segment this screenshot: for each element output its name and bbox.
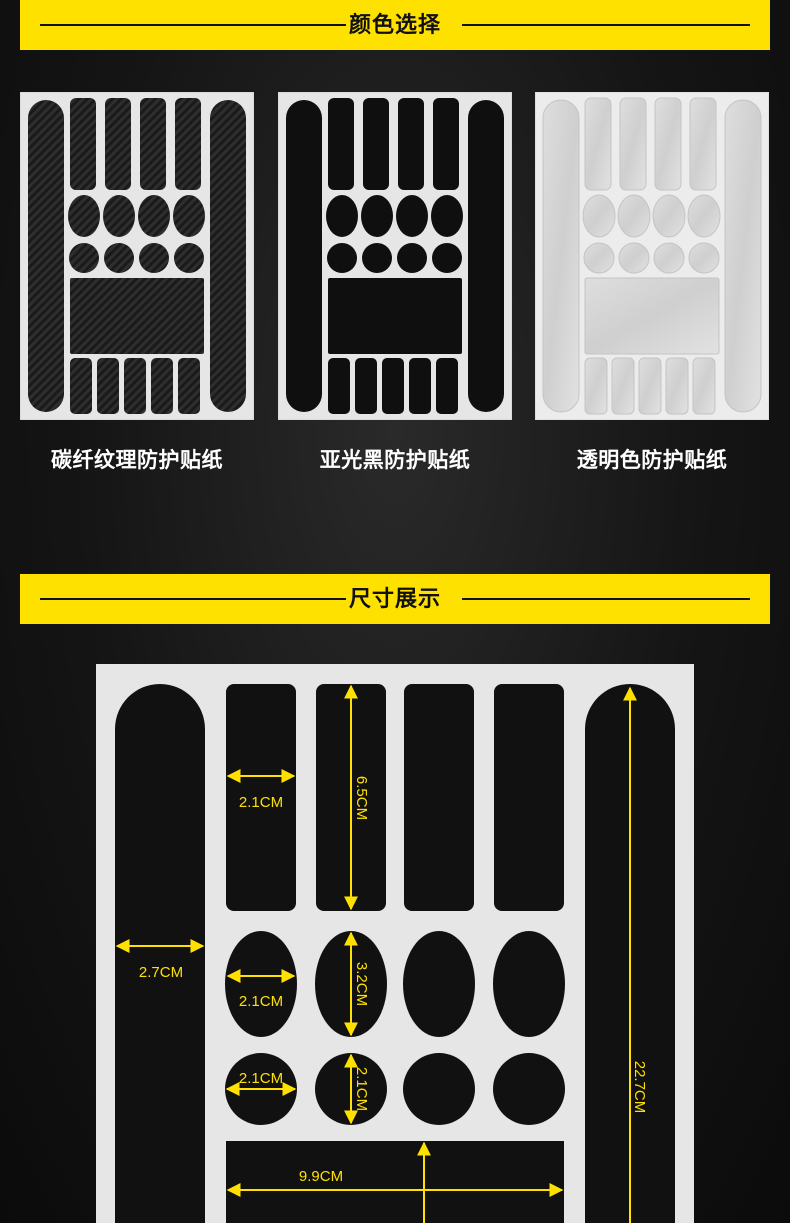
long-strip-left: [115, 684, 205, 1223]
circle-sticker: [493, 1053, 565, 1125]
banner-left-rule: [40, 598, 346, 600]
banner-left-rule: [40, 24, 346, 26]
oval-sticker: [403, 931, 475, 1037]
large-rectangle: [226, 1141, 564, 1223]
circle-height-label: 2.1CM: [353, 1067, 370, 1111]
small-strip-width-label: 2.1CM: [239, 794, 283, 811]
size-section-banner: 尺寸展示: [20, 574, 770, 624]
long-strip-length-label: 22.7CM: [631, 1061, 648, 1114]
color-section-banner: 颜色选择: [20, 0, 770, 50]
small-strip: [494, 684, 564, 911]
banner-right-rule: [462, 598, 750, 600]
small-strip-length-label: 6.5CM: [353, 776, 370, 820]
small-strip: [404, 684, 474, 911]
matte-black-label: 亚光黑防护贴纸: [319, 449, 471, 472]
oval-sticker: [225, 931, 297, 1037]
oval-height-label: 3.2CM: [353, 962, 370, 1006]
banner-right-rule: [462, 24, 750, 26]
transparent-label: 透明色防护贴纸: [576, 449, 728, 472]
oval-width-label: 2.1CM: [239, 993, 283, 1010]
rect-width-label: 9.9CM: [299, 1168, 343, 1185]
transparent-sheet[interactable]: [534, 91, 770, 421]
carbon-fiber-sheet[interactable]: [19, 91, 255, 421]
color-section-title: 颜色选择: [348, 12, 441, 37]
long-strip-width-label: 2.7CM: [139, 964, 183, 981]
small-strip: [226, 684, 296, 911]
circle-sticker: [403, 1053, 475, 1125]
size-section-title: 尺寸展示: [348, 586, 441, 611]
circle-width-label: 2.1CM: [239, 1070, 283, 1087]
matte-black-sheet[interactable]: [277, 91, 513, 421]
oval-sticker: [493, 931, 565, 1037]
carbon-fiber-label: 碳纤纹理防护贴纸: [51, 449, 223, 472]
